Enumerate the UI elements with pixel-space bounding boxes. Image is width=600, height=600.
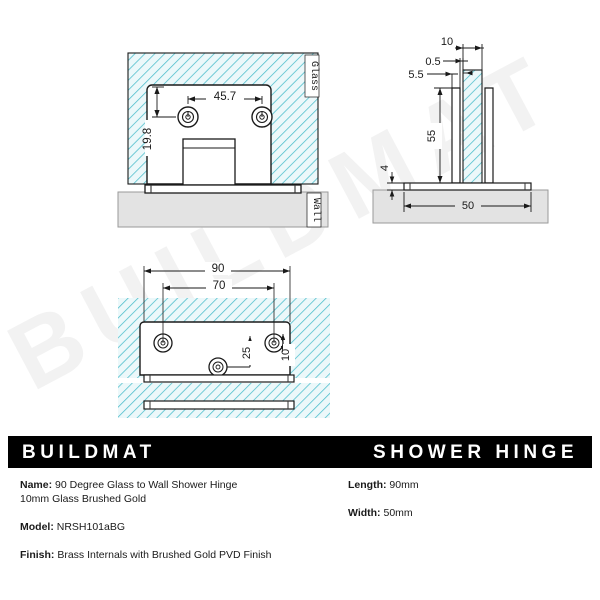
specification-block: Name: 90 Degree Glass to Wall Shower Hin…: [0, 478, 600, 600]
side-wall-plate: [403, 182, 532, 191]
spec-label-model: Model:: [20, 521, 54, 533]
dimension-label-side-50: 50: [462, 200, 474, 212]
dimension-label-side-10: 10: [441, 36, 453, 48]
spec-row-length: Length: 90mm: [348, 478, 578, 492]
spec-row-finish: Finish: Brass Internals with Brushed Gol…: [20, 548, 350, 562]
spec-value-name: 90 Degree Glass to Wall Shower Hinge: [55, 479, 238, 491]
brand-title: BUILDMAT: [22, 441, 156, 463]
spec-row-name: Name: 90 Degree Glass to Wall Shower Hin…: [20, 478, 350, 506]
front-screw-right: [251, 106, 273, 128]
plan-screw-center: [208, 357, 228, 377]
dimension-label-front-45-7: 45.7: [214, 91, 236, 103]
front-wall-block: [117, 191, 329, 228]
technical-drawing-area: BUILDMAT: [0, 31, 578, 418]
dimension-side-4: [387, 172, 404, 200]
dimension-label-front-19-8: 19.8: [142, 128, 154, 150]
plan-wall-plate-lower: [143, 400, 295, 410]
material-label-glass: Glass: [308, 61, 320, 91]
material-label-wall: Wall: [310, 198, 322, 222]
spec-label-finish: Finish:: [20, 549, 55, 561]
dimension-label-side-0-5: 0.5: [425, 56, 440, 68]
side-clamp-jaw-right: [484, 87, 494, 184]
dimension-label-side-55: 55: [426, 130, 438, 142]
dimension-label-plan-10: 10: [280, 349, 292, 361]
spec-value-model: NRSH101aBG: [56, 521, 126, 533]
front-elevation-view: 45.7 19.8 Glass Wall: [117, 52, 329, 228]
side-glass-leaf: [462, 69, 483, 184]
front-hinge-body: [146, 84, 272, 185]
product-banner: BUILDMAT SHOWER HINGE: [8, 436, 592, 468]
dimension-side-0-5: [443, 58, 468, 88]
spec-label-name: Name:: [20, 479, 53, 491]
spec-column-left: Name: 90 Degree Glass to Wall Shower Hin…: [20, 478, 350, 576]
spec-column-right: Length: 90mm Width: 50mm: [348, 478, 578, 534]
dimension-side-5-5: [427, 70, 473, 88]
spec-label-width: Width:: [348, 507, 381, 519]
front-screw-left: [177, 106, 199, 128]
dimension-label-plan-70: 70: [213, 280, 226, 292]
dimension-front-19-8: [152, 86, 176, 118]
spec-value-name-line2: 10mm Glass Brushed Gold: [20, 493, 147, 505]
plan-top-view: 90 70 25: [118, 262, 330, 418]
spec-value-width: 50mm: [383, 507, 413, 519]
front-wall-plate: [144, 184, 302, 194]
side-clamp-jaw-left: [451, 87, 461, 184]
spec-value-length: 90mm: [389, 479, 419, 491]
plan-wall-plate-upper: [143, 374, 295, 383]
dimension-label-plan-25: 25: [241, 347, 253, 359]
product-title: SHOWER HINGE: [373, 441, 578, 463]
technical-drawing-svg: BUILDMAT: [0, 32, 577, 418]
spec-row-model: Model: NRSH101aBG: [20, 520, 350, 534]
dimension-label-side-5-5: 5.5: [408, 69, 423, 81]
front-hinge-knuckle: [182, 138, 236, 186]
side-section-view: 10 0.5 5.5: [372, 36, 549, 224]
dimension-label-plan-90: 90: [212, 263, 225, 275]
dimension-label-side-4: 4: [379, 165, 391, 171]
spec-label-length: Length:: [348, 479, 387, 491]
spec-row-width: Width: 50mm: [348, 506, 578, 520]
spec-value-finish: Brass Internals with Brushed Gold PVD Fi…: [57, 549, 272, 561]
